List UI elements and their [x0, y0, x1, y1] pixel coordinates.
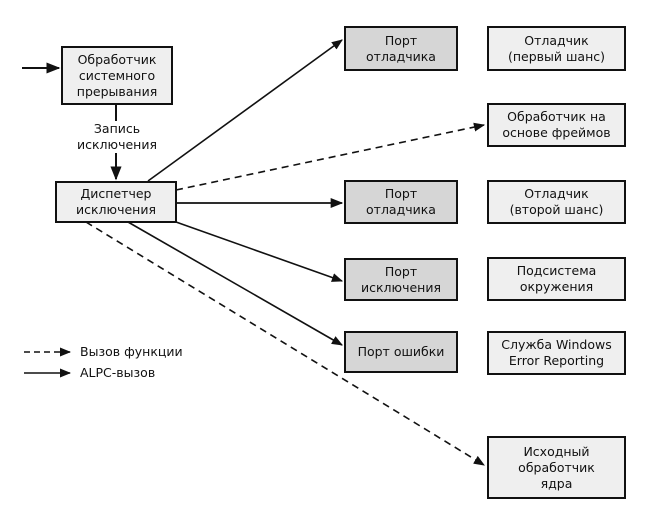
debugger-first-chance-node: Отладчик (первый шанс): [487, 26, 626, 71]
frame-based-handler-node: Обработчик на основе фреймов: [487, 103, 626, 147]
arrow-dispatcher-to-exception-port: [175, 221, 344, 282]
default-kernel-handler-node: Исходный обработчик ядра: [487, 436, 626, 499]
trap-handler-node: Обработчик системного прерывания: [61, 46, 173, 105]
debugger-second-chance-node: Отладчик (второй шанс): [487, 180, 626, 224]
arrow-dispatcher-to-kernel-handler: [85, 221, 485, 466]
arrow-dispatcher-to-debugger-port-1: [147, 39, 343, 182]
arrow-dispatcher-to-frame-handler: [175, 122, 486, 191]
wer-service-node: Служба Windows Error Reporting: [487, 331, 626, 375]
error-port-node: Порт ошибки: [344, 331, 458, 373]
legend-alpc-call-label: ALPC-вызов: [80, 365, 156, 380]
exception-dispatcher-node: Диспетчер исключения: [55, 181, 177, 223]
debugger-port-node-1: Порт отладчика: [344, 26, 458, 71]
exception-port-node: Порт исключения: [344, 258, 458, 301]
environment-subsystem-node: Подсистема окружения: [487, 257, 626, 301]
exception-record-label: Запись исключения: [72, 121, 162, 153]
arrow-dispatcher-to-error-port: [127, 221, 343, 346]
debugger-port-node-2: Порт отладчика: [344, 180, 458, 224]
legend-function-call-label: Вызов функции: [80, 344, 183, 359]
